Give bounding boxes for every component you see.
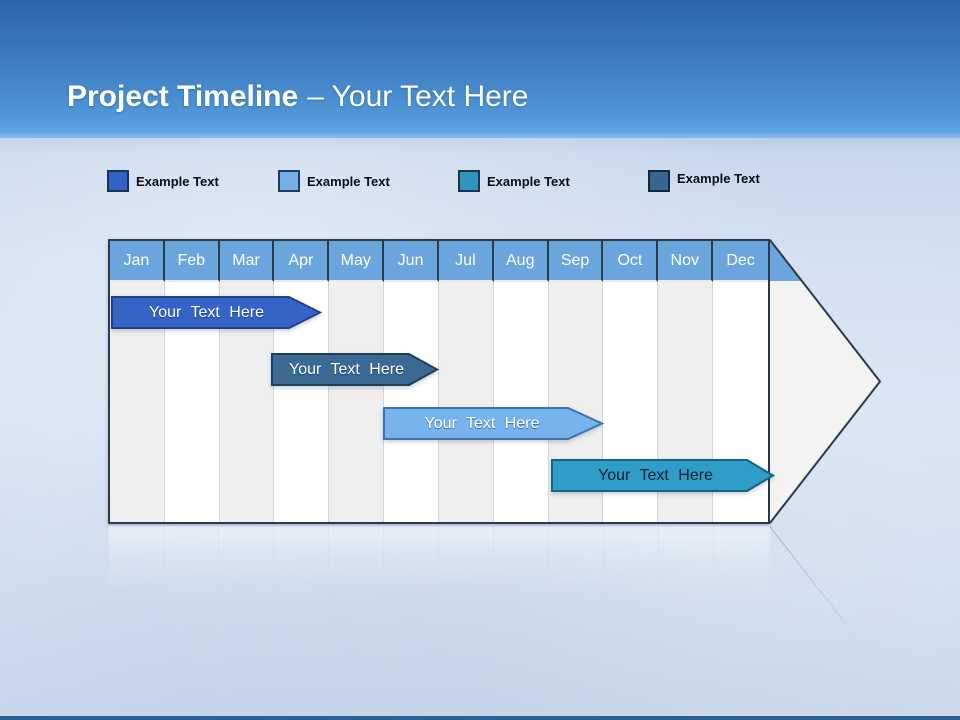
timeline-bar-label: Your Text Here [425, 415, 540, 432]
slide-bottom-strip [0, 716, 960, 720]
month-cell-may: May [329, 241, 385, 282]
legend-swatch [648, 170, 670, 192]
legend-label: Example Text [487, 173, 570, 189]
timeline-bar-shape [551, 459, 775, 492]
timeline-bar-shape [111, 296, 323, 329]
timeline-column-may [329, 282, 385, 522]
timeline-bar-1: Your Text Here [111, 296, 323, 329]
legend-item: Example Text [458, 170, 570, 192]
timeline-column-jun [384, 282, 439, 522]
month-cell-jan: Jan [110, 241, 165, 282]
legend-label: Example Text [136, 173, 219, 189]
arrow-tip-body [770, 240, 880, 523]
timeline-bar-label: Your Text Here [598, 467, 713, 484]
timeline-bar-shape [271, 353, 440, 386]
timeline-arrow-tip [769, 239, 882, 524]
month-cell-aug: Aug [493, 241, 549, 282]
month-cell-apr: Apr [274, 241, 330, 282]
timeline-bar-label: Your Text Here [289, 361, 404, 378]
arrow-tip-outline [769, 239, 882, 524]
month-cell-oct: Oct [603, 241, 659, 282]
legend-swatch [278, 170, 300, 192]
legend-item: Example Text [278, 170, 390, 192]
legend-item: Example Text [107, 170, 219, 192]
timeline-bar-3: Your Text Here [383, 407, 605, 440]
timeline-bar-2: Your Text Here [271, 353, 440, 386]
timeline-bar-label: Your Text Here [149, 304, 264, 321]
month-cell-nov: Nov [658, 241, 714, 282]
slide-title: Project Timeline– Your Text Here [67, 80, 528, 114]
legend-item: Example Text [648, 170, 760, 192]
month-cell-jul: Jul [438, 241, 494, 282]
timeline-column-aug [493, 282, 549, 522]
slide-header-band [0, 0, 960, 138]
timeline-bar-4: Your Text Here [551, 459, 775, 492]
legend-label: Example Text [677, 170, 760, 186]
slide-title-bold: Project Timeline [67, 80, 299, 114]
timeline-bar-shape [383, 407, 605, 440]
timeline-reflection [108, 526, 770, 606]
month-cell-dec: Dec [713, 241, 768, 282]
legend-swatch [458, 170, 480, 192]
legend-swatch [107, 170, 129, 192]
timeline-column-jul [438, 282, 494, 522]
month-cell-jun: Jun [384, 241, 439, 282]
legend-label: Example Text [307, 173, 390, 189]
month-cell-mar: Mar [219, 241, 275, 282]
month-cell-feb: Feb [164, 241, 220, 282]
month-cell-sep: Sep [548, 241, 604, 282]
slide-title-subtitle: – Your Text Here [307, 80, 529, 114]
